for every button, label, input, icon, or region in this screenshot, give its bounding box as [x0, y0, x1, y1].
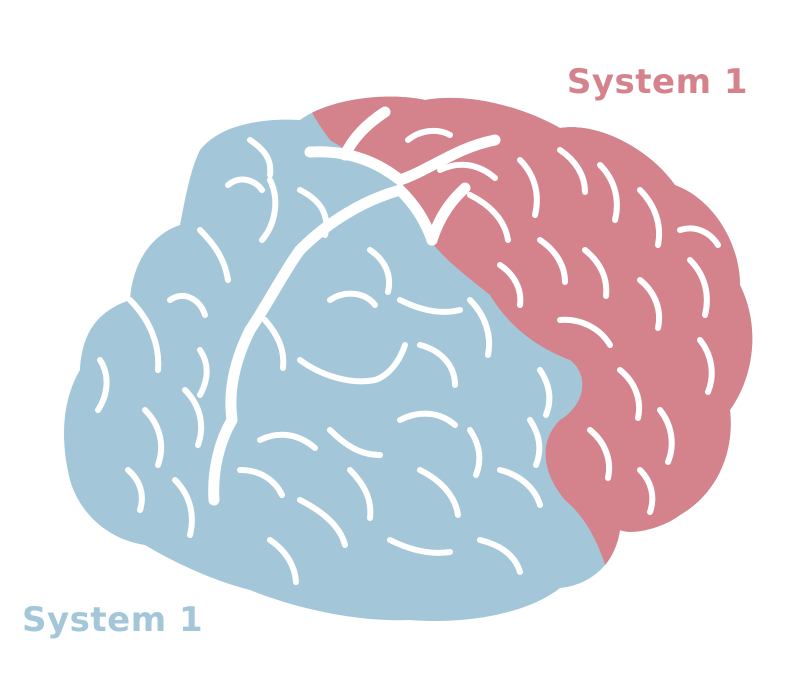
system-label-left: System 1	[22, 600, 204, 640]
brain-folds	[95, 127, 721, 585]
brain-fissures	[208, 106, 501, 506]
system-label-right: System 1	[566, 62, 748, 102]
